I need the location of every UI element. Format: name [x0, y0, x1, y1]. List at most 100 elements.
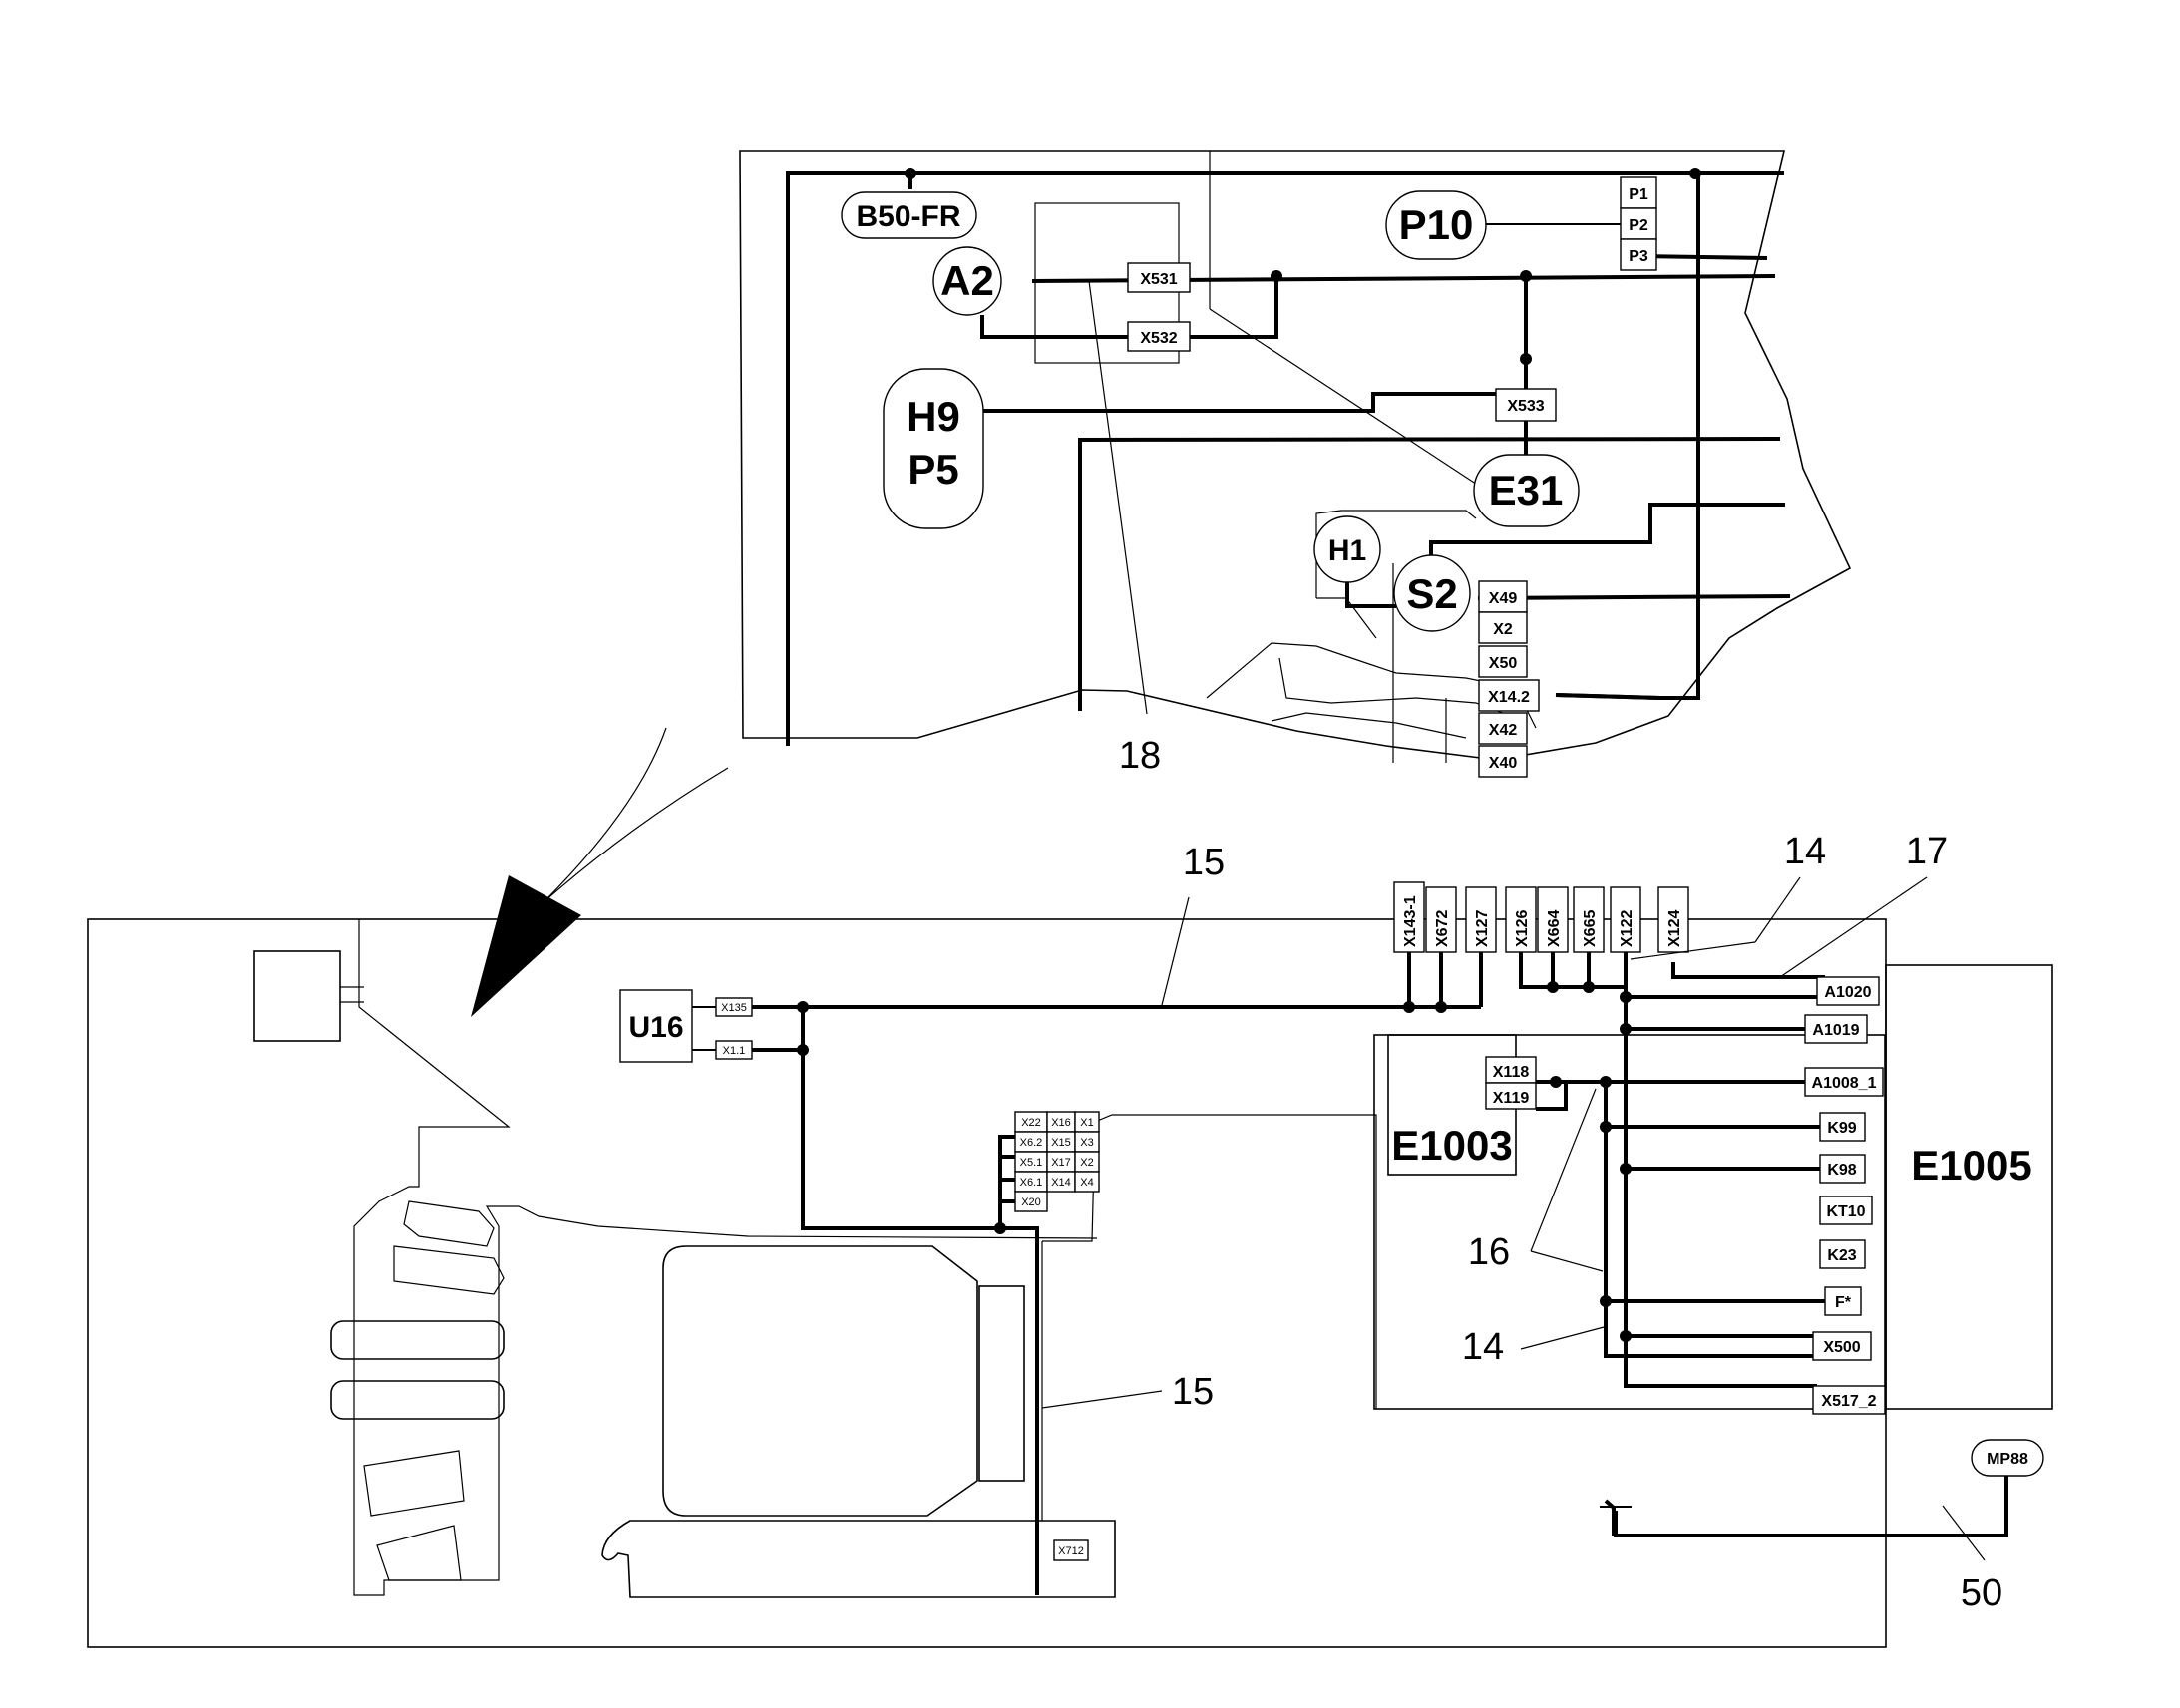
- connector-x2-grid-label: X2: [1080, 1157, 1093, 1169]
- callout-18: 18: [1119, 735, 1161, 777]
- connector-x532-label: X532: [1140, 330, 1177, 347]
- pin-p1: [1620, 176, 1657, 209]
- leader-15a: [1161, 896, 1190, 1006]
- bottom-view: U16 X135 X1.1 X22 X16 X1 X6.2 X15: [87, 831, 2053, 1648]
- leader-14a: [1754, 876, 1801, 943]
- pointer-arrowhead: [471, 875, 581, 1017]
- terminal-kt10-label: KT10: [1826, 1203, 1865, 1220]
- connector-x126-label: X126: [1514, 910, 1531, 947]
- grid-connector-block: X22 X16 X1 X6.2 X15 X3 X5.1 X17 X2 X6.1 …: [1014, 1111, 1100, 1212]
- p-pin-block: P1 P2 P3: [1620, 176, 1657, 271]
- cab-detail: [376, 1525, 462, 1581]
- wire-right-vertical: [1660, 173, 1700, 700]
- vertical-connector-row: X143-1 X672 X127 X126 X664 X665 X122 X12…: [1393, 881, 1689, 953]
- connector-x2-label: X2: [1493, 621, 1513, 638]
- terminal-x517-2-label: X517_2: [1821, 1393, 1876, 1410]
- connector-x665-label: X665: [1582, 910, 1599, 947]
- leader-16: [1530, 1250, 1604, 1272]
- e1005-terminal-column: A1020 A1019 A1008_1 K99 K98 KT10 K23 F* …: [1804, 976, 1886, 1415]
- junction: [1583, 981, 1595, 993]
- cab-outline: [353, 919, 1098, 1596]
- connector-x49-label: X49: [1489, 590, 1518, 607]
- terminal-kt10: [1819, 1196, 1873, 1225]
- wire-x142: [1555, 693, 1661, 700]
- wire-main-top: [786, 171, 1784, 746]
- connector-x124: [1657, 886, 1689, 953]
- pin-p3: [1620, 238, 1657, 271]
- connector-x14-label: X14: [1051, 1177, 1071, 1189]
- pin-p2: [1620, 207, 1657, 240]
- connector-x118: [1485, 1056, 1537, 1084]
- cab-silhouette: [253, 919, 1098, 1596]
- h1-label: H1: [1328, 534, 1366, 567]
- wire-p3: [1635, 254, 1768, 260]
- p10-component: [1385, 190, 1487, 260]
- inset-frame: [739, 150, 1852, 761]
- engine-side-panel: [978, 1285, 1025, 1482]
- junction: [1550, 1076, 1562, 1088]
- pointer-line: [543, 767, 729, 903]
- connector-x50-label: X50: [1489, 655, 1518, 672]
- junction: [797, 1001, 809, 1013]
- wire-h9: [981, 276, 1528, 413]
- e1003-label: E1003: [1391, 1122, 1512, 1169]
- pin-p1-label: P1: [1629, 186, 1648, 203]
- junction: [1520, 270, 1532, 282]
- connector-x40-label: X40: [1489, 755, 1518, 772]
- connector-x712: [1053, 1539, 1089, 1561]
- wire-x500-b: [1604, 1082, 1813, 1358]
- connector-x127: [1465, 886, 1497, 953]
- connector-x143-1: [1393, 881, 1425, 953]
- wire-s2-upper: [1429, 503, 1785, 568]
- terminal-x500-label: X500: [1823, 1339, 1860, 1356]
- callout-16: 16: [1468, 1231, 1510, 1273]
- pointer-line: [543, 727, 667, 903]
- junction: [1600, 1121, 1612, 1133]
- terminal-k99-label: K99: [1827, 1120, 1856, 1137]
- terminal-f: [1824, 1286, 1862, 1316]
- step-upper: [330, 1320, 505, 1360]
- e1005-frame-extension: [1885, 964, 2053, 1410]
- junction: [1689, 168, 1701, 179]
- callout-17: 17: [1906, 831, 1948, 872]
- terminal-k23-label: K23: [1827, 1247, 1856, 1264]
- connector-x22-label: X22: [1021, 1117, 1041, 1129]
- terminal-x517-2: [1812, 1385, 1886, 1415]
- junction: [1600, 1295, 1612, 1307]
- junction: [1403, 1001, 1415, 1013]
- cab-detail: [403, 1200, 495, 1247]
- top-inset: B50-FR P10 P1 P2 P3 A2 X531 X532 X533 H9…: [739, 150, 1852, 778]
- callout-14a: 14: [1784, 831, 1826, 872]
- leader-16: [1530, 1088, 1597, 1252]
- e31-component: [1473, 454, 1580, 527]
- junction: [1620, 991, 1632, 1003]
- leader-18: [1088, 280, 1148, 715]
- connector-x42: [1478, 712, 1528, 745]
- callout-14b: 14: [1462, 1326, 1504, 1368]
- e1005-mount-area: [1373, 1034, 1886, 1410]
- wire-x124: [1671, 962, 1825, 979]
- callout-15a: 15: [1183, 842, 1225, 883]
- connector-x119: [1485, 1082, 1537, 1110]
- connector-x712-label: X712: [1058, 1545, 1084, 1557]
- connector-x3-label: X3: [1080, 1137, 1093, 1149]
- engine-block: [601, 1114, 1377, 1598]
- connector-x124-label: X124: [1666, 910, 1683, 947]
- connector-x20: [1014, 1191, 1048, 1212]
- connector-x664-label: X664: [1546, 910, 1563, 947]
- terminal-a1019-label: A1019: [1812, 1022, 1859, 1039]
- junction: [994, 1222, 1006, 1234]
- wire-x49: [1477, 594, 1791, 600]
- terminal-a1008-1: [1804, 1067, 1884, 1097]
- connector-x122: [1610, 886, 1641, 953]
- connector-x119-label: X119: [1493, 1090, 1530, 1107]
- wire-15-lower: [801, 1007, 1039, 1595]
- vehicle-frame: [87, 918, 1887, 1648]
- wire-e1003: [1536, 1080, 1568, 1111]
- callout-50: 50: [1961, 1572, 2002, 1614]
- leader-14a: [1630, 941, 1756, 960]
- mp88-label: MP88: [1987, 1451, 2028, 1468]
- connector-x672: [1425, 886, 1457, 953]
- leader-50: [1942, 1505, 1986, 1561]
